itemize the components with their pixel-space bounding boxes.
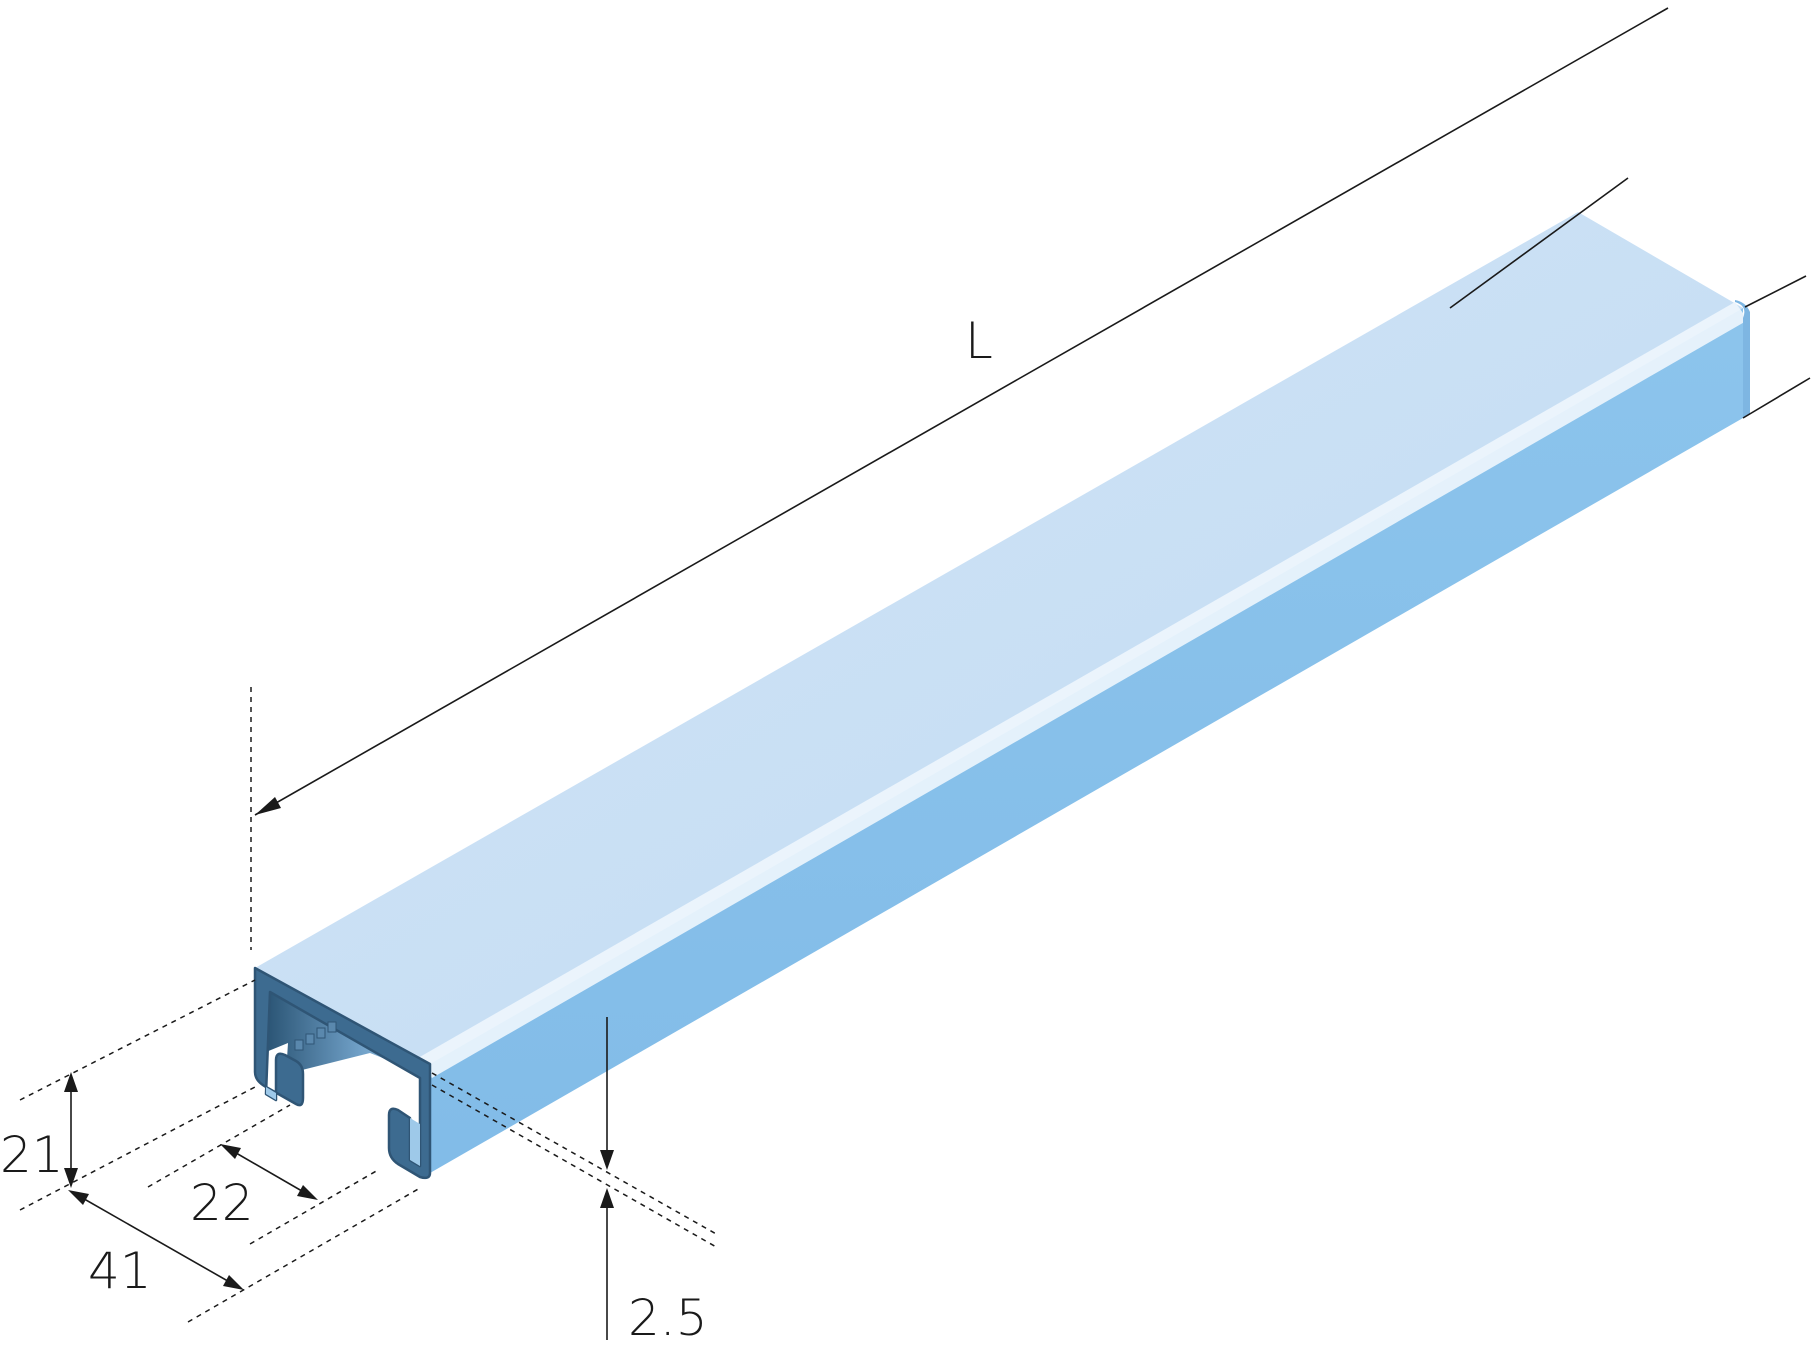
width-label: 41 — [88, 1242, 152, 1300]
height-label: 21 — [0, 1126, 64, 1184]
thickness-label: 2.5 — [628, 1289, 708, 1347]
edge-highlight — [418, 302, 1748, 1078]
cross-section — [253, 966, 432, 1180]
slot-label: 22 — [190, 1174, 254, 1232]
top-face — [255, 212, 1743, 1064]
dimension-thickness: 2.5 — [431, 1017, 719, 1347]
dimension-length: L — [250, 7, 1811, 950]
dimension-height: 21 — [0, 979, 256, 1211]
length-label: L — [965, 312, 993, 370]
dimension-width: 41 — [68, 1187, 421, 1323]
side-face — [430, 308, 1743, 1173]
right-lip-face — [410, 1118, 420, 1166]
c-profile-section — [253, 966, 432, 1180]
dimension-slot: 22 — [147, 1104, 379, 1245]
left-lip-face — [266, 1087, 276, 1100]
lip-serrations — [294, 1021, 337, 1051]
far-end-cap — [1735, 300, 1750, 418]
channel-body — [255, 212, 1750, 1173]
